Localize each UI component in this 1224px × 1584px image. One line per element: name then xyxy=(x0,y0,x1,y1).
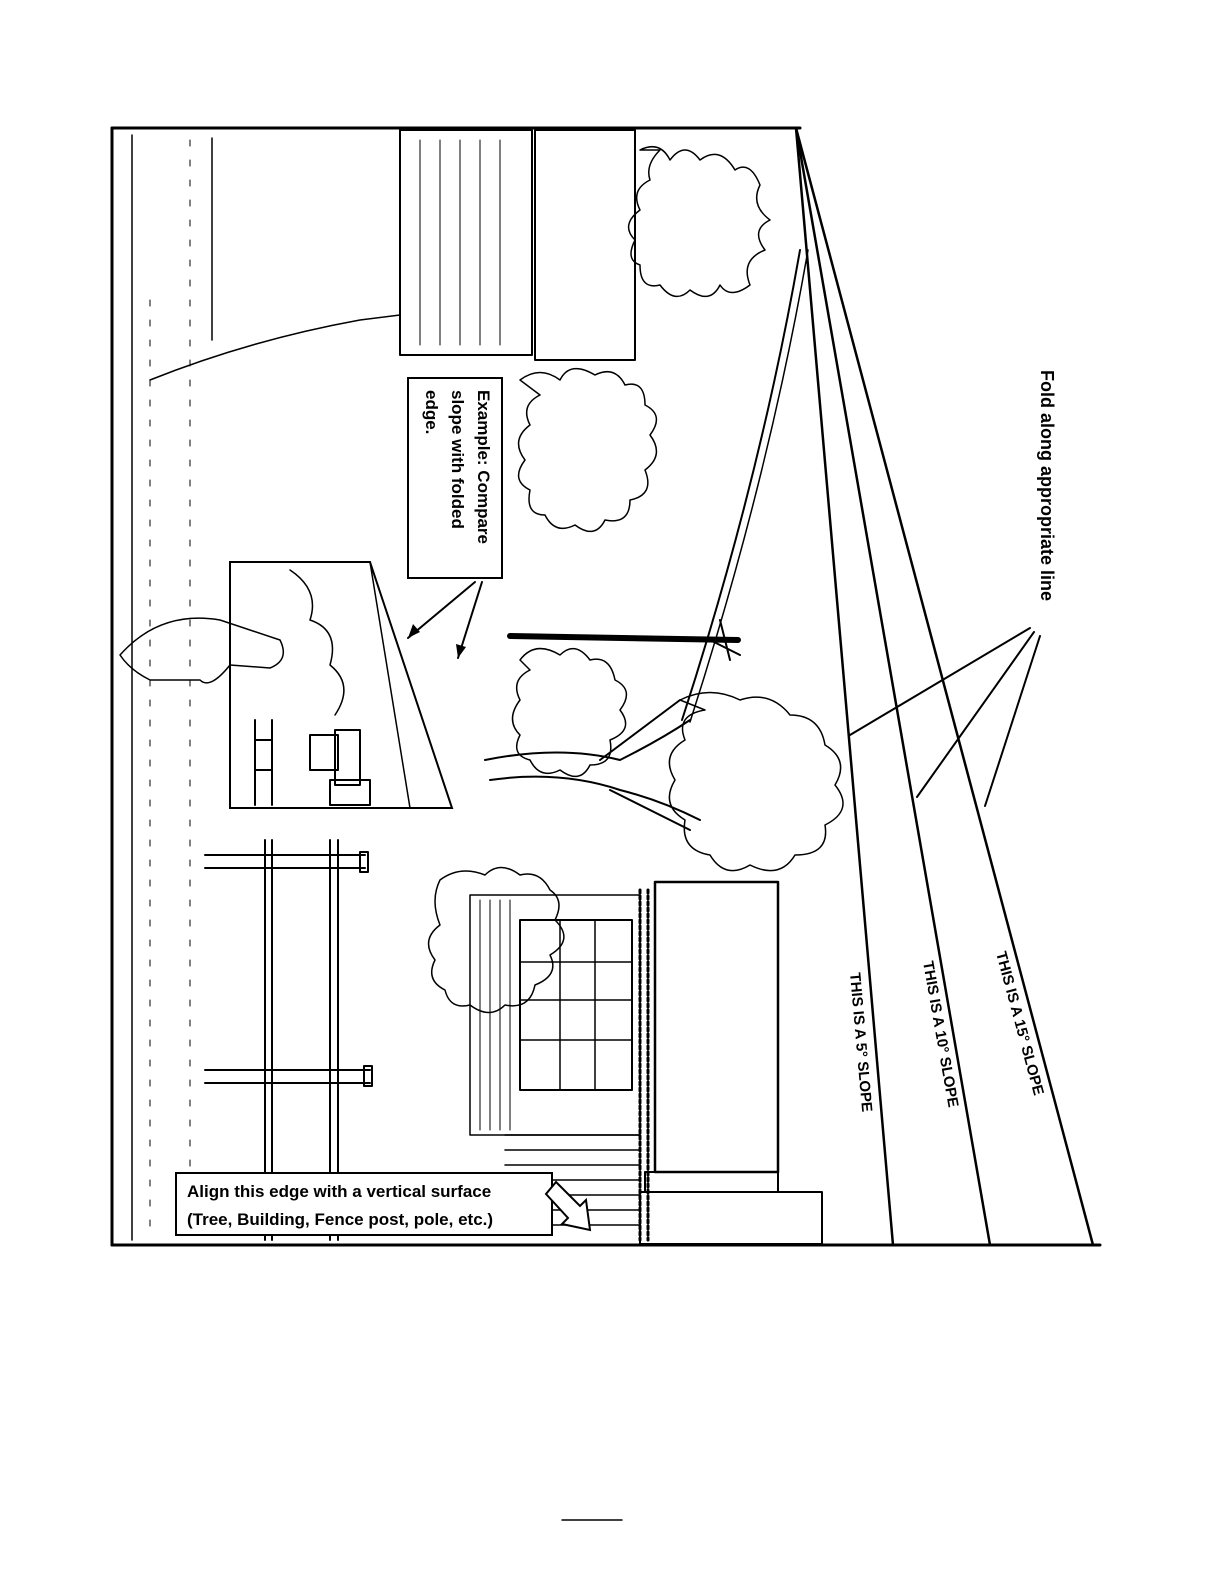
example-callout-line-3: edge. xyxy=(422,390,441,434)
illustration-scene xyxy=(120,130,843,1244)
align-callout: Align this edge with a vertical surface … xyxy=(176,1173,590,1235)
fold-instruction: Fold along appropriate line xyxy=(1037,370,1057,601)
align-callout-line-2: (Tree, Building, Fence post, pole, etc.) xyxy=(187,1210,493,1229)
align-callout-line-1: Align this edge with a vertical surface xyxy=(187,1182,491,1201)
fold-pointer-arrows xyxy=(850,628,1040,806)
foliage-illustration xyxy=(629,147,770,297)
example-callout-line-1: Example: Compare xyxy=(474,390,493,544)
slope-label-10: THIS IS A 10° SLOPE xyxy=(919,960,961,1109)
slope-line-10 xyxy=(796,128,990,1245)
building-illustration xyxy=(150,130,635,380)
inset-example-illustration xyxy=(120,562,452,808)
slope-line-5 xyxy=(796,128,893,1245)
example-callout-line-2: slope with folded xyxy=(448,390,467,529)
example-callout: Example: Compare slope with folded edge. xyxy=(408,378,502,658)
